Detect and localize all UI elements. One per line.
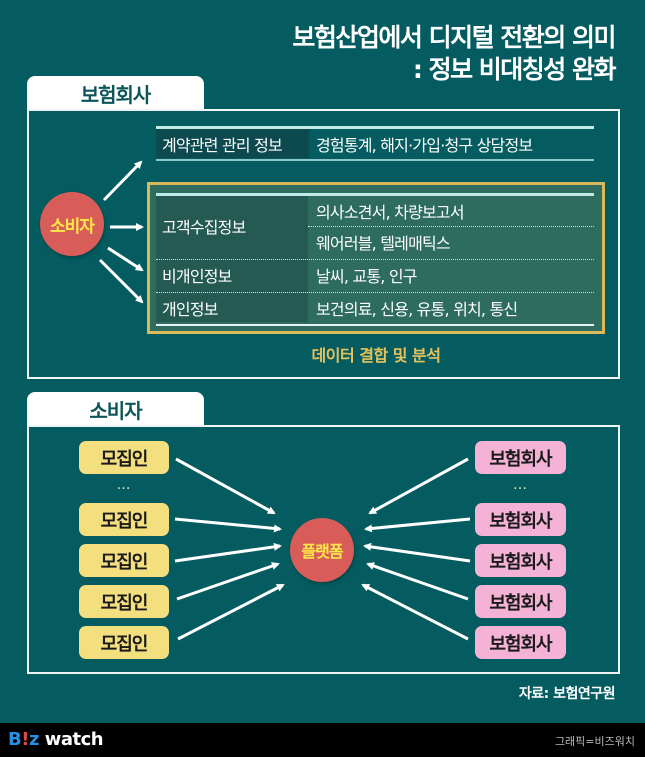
data-row-label-non-personal: 비개인정보 <box>162 267 232 286</box>
arrow-agent-1 <box>175 457 276 515</box>
data-table-bottom-line <box>156 324 594 326</box>
data-row-value-customer-2: 웨어러블, 텔레매틱스 <box>316 234 451 253</box>
agent-pill: 모집인 <box>79 441 169 474</box>
logo-b: B <box>8 729 22 750</box>
agent-pill: 모집인 <box>79 503 169 536</box>
consumer-circle: 소비자 <box>40 192 104 256</box>
agent-label: 모집인 <box>100 448 149 470</box>
contract-row-bottom-line <box>156 159 594 161</box>
agent-label: 모집인 <box>100 592 149 614</box>
arrow-insurer-5 <box>361 583 469 641</box>
tab-insurance-company-label: 보험회사 <box>80 82 152 107</box>
tab-consumer-label: 소비자 <box>89 398 142 423</box>
logo-bang: ! <box>21 729 29 750</box>
page-title: 보험산업에서 디지털 전환의 의미 : 정보 비대칭성 완화 <box>292 22 617 86</box>
source-note: 자료: 보험연구원 <box>518 686 616 702</box>
agent-label: 모집인 <box>100 633 149 655</box>
insurer-pill: 보험회사 <box>475 626 566 659</box>
arrow-to-personal-info <box>98 258 144 304</box>
data-table-top-line <box>156 193 594 196</box>
insurer-pill: 보험회사 <box>475 441 566 474</box>
insurer-label: 보험회사 <box>489 592 552 614</box>
consumer-arrows <box>98 160 144 304</box>
insurance-company-panel <box>27 109 620 379</box>
data-row-value-non-personal: 날씨, 교통, 인구 <box>316 267 417 286</box>
arrow-insurer-4 <box>366 562 469 601</box>
platform-arrows <box>174 457 471 641</box>
contract-row-top-line <box>156 126 594 129</box>
agent-pill: 모집인 <box>79 544 169 577</box>
agent-label: 모집인 <box>100 551 149 573</box>
insurer-label: 보험회사 <box>489 551 552 573</box>
platform-circle-label: 플랫폼 <box>301 542 343 561</box>
divider <box>156 292 594 293</box>
graphic-credit: 그래픽=비즈워치 <box>554 735 635 748</box>
arrow-insurer-1 <box>368 457 469 515</box>
consumer-panel <box>27 425 620 674</box>
arrow-to-contract-info <box>102 160 143 202</box>
insurer-ellipsis: … <box>513 477 528 493</box>
insurer-label: 보험회사 <box>489 448 552 470</box>
tab-consumer: 소비자 <box>27 392 204 426</box>
insurer-label: 보험회사 <box>489 510 552 532</box>
insurer-pill: 보험회사 <box>475 544 566 577</box>
bizwatch-logo: B!z watch <box>8 729 104 750</box>
divider <box>308 226 594 227</box>
title-line-2: : 정보 비대칭성 완화 <box>412 55 617 84</box>
contract-row-value: 경험통계, 해지·가입·청구 상담정보 <box>316 135 533 155</box>
insurer-label: 보험회사 <box>489 633 552 655</box>
contract-label-cell <box>156 129 309 158</box>
arrow-agent-4 <box>176 562 280 601</box>
logo-z: z <box>28 729 39 750</box>
tab-insurance-company: 보험회사 <box>27 76 204 110</box>
data-row-label-customer: 고객수집정보 <box>162 218 246 237</box>
title-line-1: 보험산업에서 디지털 전환의 의미 <box>292 23 616 52</box>
arrow-agent-2 <box>174 517 282 533</box>
arrow-insurer-2 <box>364 517 471 533</box>
arrow-to-non-personal-info <box>107 246 144 272</box>
arrow-insurer-3 <box>363 542 471 563</box>
footer-bar: B!z watch 그래픽=비즈워치 <box>0 723 645 757</box>
data-row-value-customer-1: 의사소견서, 차량보고서 <box>316 203 465 222</box>
agent-ellipsis: … <box>116 477 132 493</box>
agent-pill: 모집인 <box>79 585 169 618</box>
insurer-pill: 보험회사 <box>475 503 566 536</box>
data-row-value-personal: 보건의료, 신용, 유통, 위치, 통신 <box>316 300 518 319</box>
divider <box>156 259 594 260</box>
logo-watch: watch <box>44 729 104 750</box>
arrow-agent-3 <box>174 542 282 563</box>
agent-pill: 모집인 <box>79 626 169 659</box>
agent-label: 모집인 <box>100 510 149 532</box>
insurer-pill: 보험회사 <box>475 585 566 618</box>
contract-row-label: 계약관련 관리 정보 <box>162 135 283 155</box>
platform-circle: 플랫폼 <box>290 518 354 582</box>
data-combination-caption: 데이터 결합 및 분석 <box>311 346 441 365</box>
consumer-circle-label: 소비자 <box>50 216 95 237</box>
data-row-label-personal: 개인정보 <box>162 300 218 319</box>
arrow-agent-5 <box>177 583 285 641</box>
